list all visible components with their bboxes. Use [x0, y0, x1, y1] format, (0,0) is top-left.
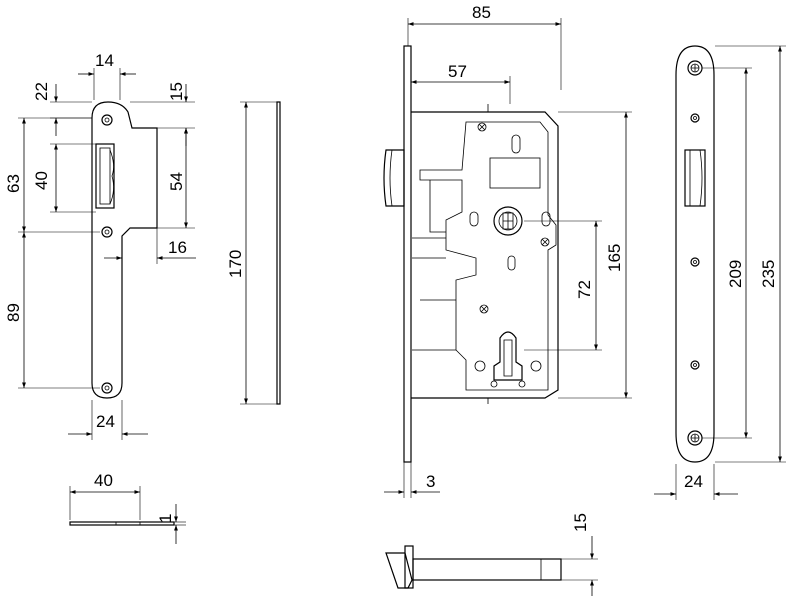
dim-label-63: 63	[4, 174, 23, 193]
dimension-strike-width: 24	[68, 400, 148, 440]
dim-label-165: 165	[605, 244, 624, 272]
dim-label-57: 57	[448, 62, 467, 81]
dimension-strike-width-top: 14	[78, 51, 136, 100]
lock-body-side-view	[383, 45, 559, 463]
dimension-lock-body-height: 165	[558, 111, 632, 399]
dimension-strike-slot: 40	[32, 143, 96, 213]
dimension-faceplate-width: 24	[654, 464, 738, 500]
dim-label-89: 89	[4, 303, 23, 322]
strike-plate-front-view	[91, 101, 158, 399]
dim-label-1: 1	[156, 514, 175, 523]
strike-plate-side-view: 170	[226, 101, 281, 405]
dim-label-14: 14	[95, 51, 114, 70]
dim-label-235: 235	[759, 260, 778, 288]
faceplate-front-view	[675, 45, 715, 463]
dim-label-209: 209	[726, 260, 745, 288]
latch-bottom-view: 15	[385, 513, 598, 596]
dim-label-3: 3	[426, 472, 435, 491]
dimension-strike-top-offset: 22	[32, 82, 92, 136]
dim-label-22: 22	[32, 82, 51, 101]
dim-label-72: 72	[575, 280, 594, 299]
dimension-strike-lip: 54	[157, 128, 195, 229]
strike-plate-bottom-view: 40 1	[69, 471, 186, 544]
dim-label-15-latch: 15	[571, 513, 590, 532]
dimension-strike-upper-total: 63	[4, 117, 100, 233]
dimension-strike-lower: 89	[4, 232, 100, 389]
dim-label-40-bottom: 40	[94, 471, 113, 490]
dim-label-24-faceplate: 24	[684, 472, 703, 491]
dimension-strike-depth: 16	[104, 228, 196, 264]
dimension-lock-centers: 72	[524, 220, 602, 351]
dimension-lock-backset: 57	[411, 62, 511, 104]
dimension-strike-right-offset: 15	[130, 82, 195, 146]
dimension-faceplate-hole-centers: 209	[702, 67, 752, 439]
dim-label-85: 85	[472, 3, 491, 22]
dim-label-170: 170	[226, 250, 245, 278]
dimension-faceplate-thickness: 3	[384, 462, 440, 498]
dim-label-54: 54	[167, 172, 186, 191]
dimension-faceplate-length: 235	[715, 45, 786, 463]
dim-label-15: 15	[167, 82, 186, 101]
dim-label-40: 40	[32, 171, 51, 190]
dimension-lock-backset-total: 85	[407, 3, 562, 90]
dim-label-24-strike: 24	[96, 412, 115, 431]
dim-label-16: 16	[168, 238, 187, 257]
